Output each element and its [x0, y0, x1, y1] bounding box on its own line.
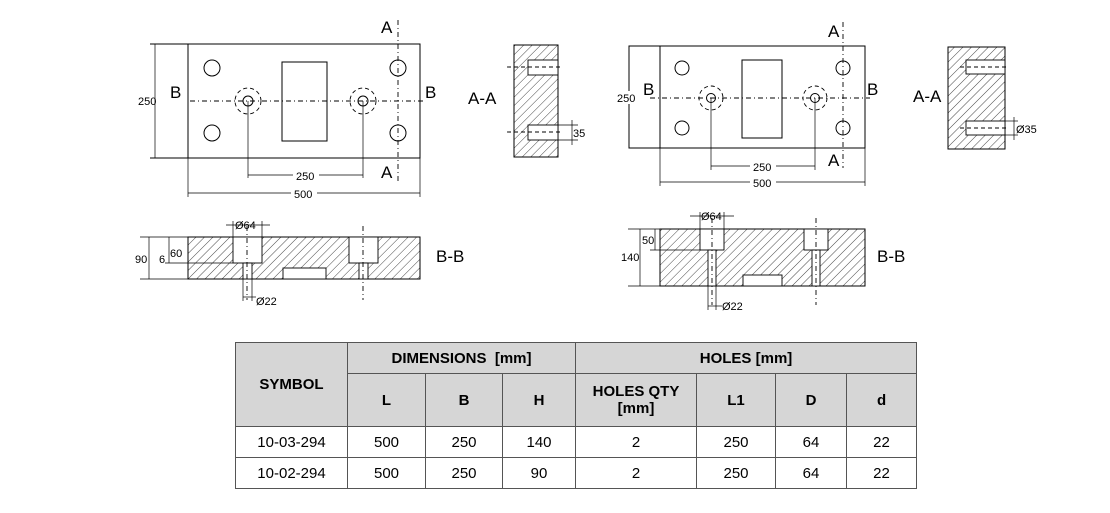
right-plan-outline	[659, 45, 866, 149]
cell-symbol: 10-03-294	[235, 426, 348, 458]
header-symbol: SYMBOL	[235, 342, 348, 427]
left-plan-counterbore	[349, 87, 377, 115]
right-bb-pocket	[742, 274, 783, 287]
right-section-bb: Ø64 Ø22 140 50 B-B	[621, 211, 905, 313]
table-row: 10-02-294 500 250 90 2 250 64 22	[235, 457, 918, 489]
right-section-aa: Ø35 A-A	[913, 46, 1037, 150]
dimensions-table: SYMBOL DIMENSIONS [mm] HOLES [mm] L B H …	[235, 342, 918, 489]
cell-l1: 250	[696, 426, 777, 458]
left-section-aa: 35 A-A	[468, 44, 585, 158]
left-bb-counterbore-label: Ø64	[235, 220, 256, 232]
right-plan-length-label: 500	[753, 178, 771, 190]
left-plan-cut-a-top: A	[381, 18, 393, 37]
header-holes: HOLES [mm]	[575, 342, 918, 374]
cell-symbol: 10-02-294	[235, 457, 348, 489]
left-plan-cut-b-right: B	[425, 83, 436, 102]
cell-holes-qty: 2	[575, 457, 698, 489]
right-plan-height-label: 250	[617, 93, 635, 105]
right-section-aa-hole-label: Ø35	[1016, 124, 1037, 136]
cell-d-lower: 22	[846, 457, 918, 489]
left-bb-counterbore	[232, 236, 263, 264]
right-plan-hole	[674, 60, 690, 76]
left-plan-hole-spacing-label: 250	[296, 171, 314, 183]
header-col-l1: L1	[696, 373, 777, 427]
left-plan-cut-a-bottom: A	[381, 163, 393, 182]
right-plan-cut-b-left: B	[643, 80, 654, 99]
left-plan-cut-b-left: B	[170, 83, 181, 102]
left-bb-thru-label: Ø22	[256, 296, 277, 308]
cell-b: 250	[425, 457, 503, 489]
table-row: 10-03-294 500 250 140 2 250 64 22	[235, 426, 918, 458]
left-bb-total-label: 90	[135, 254, 147, 266]
cell-h: 140	[501, 426, 577, 458]
cell-d-lower: 22	[846, 426, 918, 458]
left-section-bb: Ø64 Ø22 90 60 6 B-B	[135, 220, 464, 308]
technical-drawing: 250 250 500 B B A A 35 A-A Ø64	[135, 18, 1037, 313]
left-plan-hole	[203, 124, 221, 142]
cell-h: 90	[501, 457, 577, 489]
left-plan-center-pocket	[281, 61, 328, 142]
right-bb-counterbore-label: Ø64	[701, 211, 722, 223]
right-plan-hole	[674, 120, 690, 136]
left-plan-hole	[203, 59, 221, 77]
right-bb-bore-depth-label: 50	[642, 235, 654, 247]
left-section-aa-hole-label: 35	[573, 128, 585, 140]
left-bb-pocket	[282, 267, 327, 280]
cell-d-upper: 64	[775, 426, 848, 458]
cell-l: 500	[347, 457, 426, 489]
cell-holes-qty: 2	[575, 426, 698, 458]
right-plan-view: 250 250 500 B B A A	[616, 22, 878, 190]
right-section-aa-title: A-A	[913, 87, 942, 106]
right-plan-cut-a-bottom: A	[828, 151, 840, 170]
header-col-holes-qty: HOLES QTY [mm]	[575, 373, 698, 427]
cell-b: 250	[425, 426, 503, 458]
left-bb-small-label: 6	[159, 254, 165, 266]
left-plan-view: 250 250 500 B B A A	[137, 18, 436, 201]
header-col-d-lower: d	[846, 373, 918, 427]
header-dimensions: DIMENSIONS [mm]	[346, 342, 577, 374]
right-bb-total-label: 140	[621, 252, 639, 264]
left-plan-counterbore	[234, 87, 262, 115]
left-plan-length-label: 500	[294, 189, 312, 201]
header-col-b: B	[425, 373, 503, 427]
header-col-l: L	[347, 373, 426, 427]
right-plan-hole-spacing-label: 250	[753, 162, 771, 174]
right-plan-cut-b-right: B	[867, 80, 878, 99]
cell-l: 500	[347, 426, 426, 458]
left-bb-counterbore	[348, 236, 379, 264]
right-plan-cut-a-top: A	[828, 22, 840, 41]
left-plan-height-label: 250	[138, 96, 156, 108]
left-bb-bore-depth-label: 60	[170, 248, 182, 260]
right-section-bb-title: B-B	[877, 247, 905, 266]
header-col-h: H	[501, 373, 577, 427]
left-section-bb-title: B-B	[436, 247, 464, 266]
right-plan-center-pocket	[741, 59, 783, 139]
header-col-d-upper: D	[775, 373, 848, 427]
left-section-aa-title: A-A	[468, 89, 497, 108]
right-bb-thru-label: Ø22	[722, 301, 743, 313]
cell-d-upper: 64	[775, 457, 848, 489]
cell-l1: 250	[696, 457, 777, 489]
